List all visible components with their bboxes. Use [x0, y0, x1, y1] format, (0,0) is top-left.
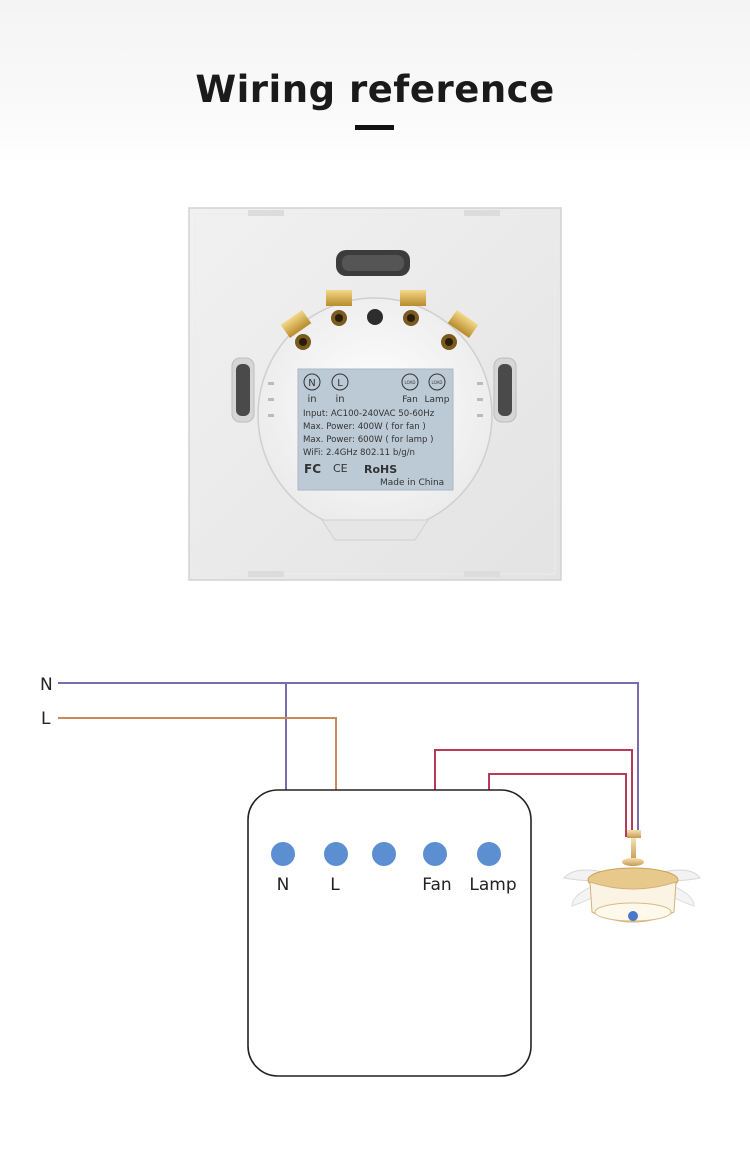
terminal-fan-dot	[423, 842, 447, 866]
lamp-load-icon: LOAD	[432, 380, 443, 385]
ceiling-fan-light-icon	[563, 830, 701, 923]
terminal-l-sub: in	[335, 394, 344, 405]
rohs-mark: RoHS	[364, 463, 397, 476]
terminal-n-dot	[271, 842, 295, 866]
page-title: Wiring reference	[195, 68, 555, 111]
spec-lamp-power: Max. Power: 600W ( for lamp )	[303, 435, 434, 445]
terminal-n-sub: in	[307, 394, 316, 405]
switch-back-photo: N in L in LOAD Fan LOAD Lamp Input: AC10…	[188, 207, 562, 581]
neutral-line-label: N	[40, 675, 53, 695]
live-line-label: L	[41, 709, 51, 729]
wiring-diagram: N L N L Fan Lamp	[40, 675, 701, 1077]
switch-box	[247, 789, 532, 1077]
terminal-l-dot	[324, 842, 348, 866]
origin-text: Made in China	[380, 478, 444, 488]
spec-label: N in L in LOAD Fan LOAD Lamp Input: AC10…	[297, 368, 454, 491]
fan-load-icon: LOAD	[405, 380, 416, 385]
title-underline	[355, 125, 394, 130]
ce-mark: CE	[333, 462, 348, 475]
spec-input: Input: AC100-240VAC 50-60Hz	[303, 409, 435, 419]
terminal-l-label: L	[330, 875, 340, 895]
terminal-fan-label: Fan	[402, 395, 418, 405]
spec-wifi: WiFi: 2.4GHz 802.11 b/g/n	[303, 448, 415, 458]
neutral-wire	[58, 682, 639, 837]
header-band	[0, 0, 750, 165]
terminal-n-symbol: N	[308, 378, 315, 389]
terminal-lamp-dot	[477, 842, 501, 866]
fc-mark: FC	[304, 462, 321, 476]
screw-terminals	[280, 290, 479, 350]
terminal-lamp-label: Lamp	[469, 875, 516, 895]
terminal-n-label: N	[277, 875, 290, 895]
terminal-l-symbol: L	[337, 378, 343, 389]
terminal-blank-dot	[372, 842, 396, 866]
terminal-fan-label: Fan	[422, 875, 451, 895]
terminal-lamp-label: Lamp	[424, 395, 449, 405]
spec-fan-power: Max. Power: 400W ( for fan )	[303, 422, 426, 432]
